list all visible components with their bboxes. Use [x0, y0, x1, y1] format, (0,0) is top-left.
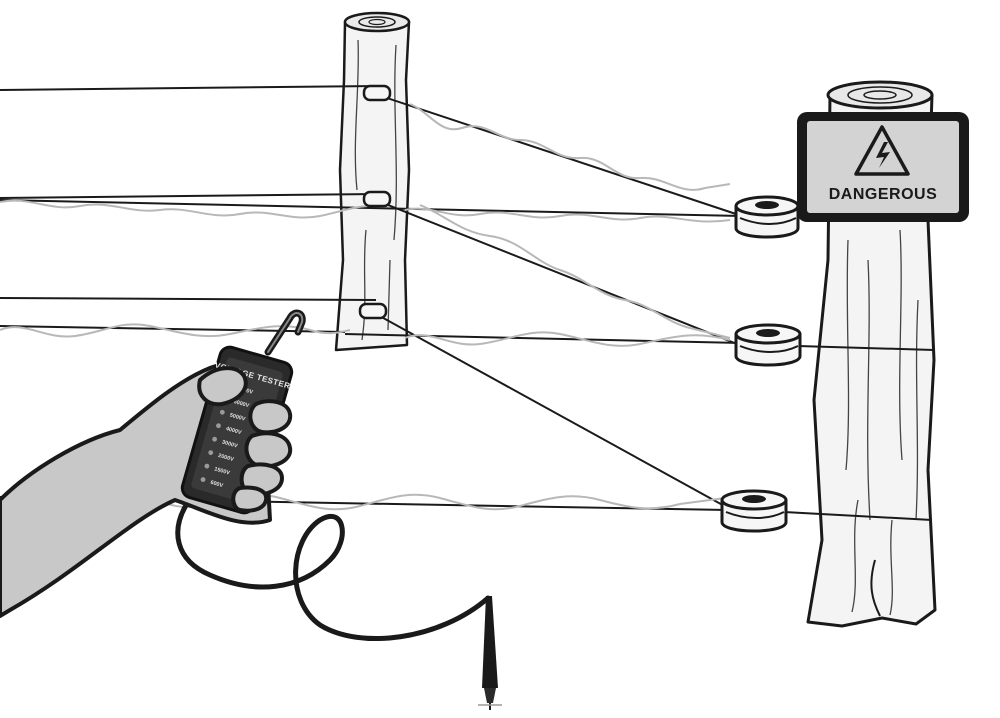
tester-level-3: 5000V: [229, 413, 246, 423]
tester-level-4: 4000V: [225, 426, 242, 436]
near-post-insulators: [720, 195, 802, 533]
insulator-bottom-far: [358, 302, 388, 320]
tester-level-6: 2000V: [217, 453, 234, 463]
tester-level-2: 6000V: [233, 399, 250, 409]
insulator-top-far: [362, 84, 392, 102]
insulator-middle-far: [362, 190, 392, 208]
sign-text: DANGEROUS: [829, 186, 938, 203]
ground-probe: [478, 596, 502, 710]
tester-hook: [264, 309, 306, 356]
far-fence-post: [334, 11, 411, 352]
thumb: [197, 366, 248, 407]
tester-level-8: 600V: [210, 480, 224, 489]
far-post-insulators: [358, 84, 392, 320]
tester-cable: [175, 499, 491, 642]
tester-level-scale: 7000V 6000V 5000V 4000V 3000V 2000V 1500…: [200, 382, 254, 489]
insulator-middle-near: [734, 323, 802, 367]
hand-fingers: [197, 366, 293, 513]
insulator-top-near: [734, 195, 800, 239]
tester-level-7: 1500V: [213, 466, 230, 476]
near-fence-post: [806, 80, 937, 628]
tester-level-5: 3000V: [221, 439, 238, 449]
insulator-bottom-near: [720, 489, 788, 533]
warning-sign: DANGEROUS: [797, 112, 969, 222]
high-voltage-warning-icon: [854, 125, 910, 176]
